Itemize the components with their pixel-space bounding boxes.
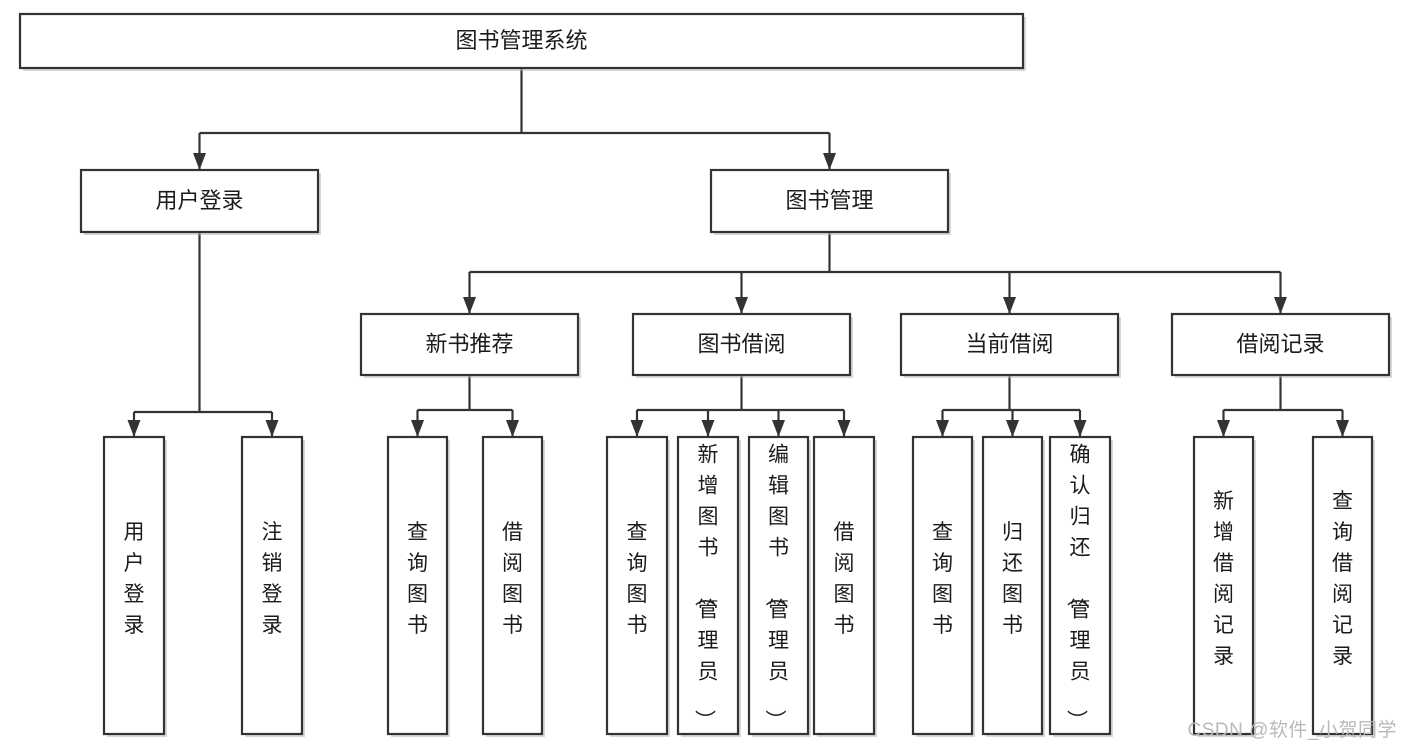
node-current-borrow[interactable]: 当前借阅 [899, 312, 1121, 378]
node-box[interactable] [676, 435, 740, 736]
node-label: 借阅图书 [834, 521, 855, 637]
node-book-borrow[interactable]: 图书借阅 [631, 312, 853, 378]
node-box[interactable] [605, 435, 669, 736]
node-box[interactable] [981, 435, 1044, 736]
node-root[interactable]: 图书管理系统 [18, 12, 1026, 71]
node-label: 查询图书 [407, 521, 428, 637]
arrow-head-icon [127, 420, 141, 437]
node-label: 用户登录 [124, 521, 145, 637]
arrow-head-icon [193, 153, 206, 170]
node-leaf-borrow-book-2[interactable]: 借阅图书 [812, 435, 877, 737]
node-leaf-return-book[interactable]: 归还图书 [981, 435, 1045, 737]
node-book-manage[interactable]: 图书管理 [709, 168, 951, 235]
arrow-head-icon [1274, 297, 1287, 314]
node-box[interactable] [1192, 435, 1255, 736]
node-label: 编辑图书（管理员） [763, 444, 789, 731]
node-leaf-query-book-1[interactable]: 查询图书 [386, 435, 450, 737]
node-label: 图书管理系统 [455, 28, 587, 53]
node-leaf-add-record[interactable]: 新增借阅记录 [1192, 435, 1256, 737]
arrow-head-icon [506, 420, 519, 437]
arrow-head-icon [1217, 420, 1230, 437]
node-box[interactable] [1311, 435, 1374, 736]
node-label: 借阅记录 [1236, 331, 1324, 356]
node-box[interactable] [709, 168, 950, 234]
node-box[interactable] [899, 312, 1120, 377]
arrow-head-icon [772, 420, 785, 437]
arrow-head-icon [630, 420, 644, 437]
node-box[interactable] [812, 435, 876, 736]
node-box[interactable] [79, 168, 320, 234]
arrow-head-icon [735, 297, 748, 314]
watermark-text: CSDN @软件_小贺同学 [1187, 720, 1397, 741]
node-leaf-borrow-book-1[interactable]: 借阅图书 [481, 435, 545, 737]
node-box[interactable] [1170, 312, 1391, 377]
node-box[interactable] [18, 12, 1025, 70]
node-leaf-query-record[interactable]: 查询借阅记录 [1311, 435, 1375, 737]
node-leaf-logout[interactable]: 注销登录 [240, 435, 305, 737]
node-label: 注销登录 [262, 521, 283, 637]
node-leaf-user-login[interactable]: 用户登录 [102, 435, 167, 737]
arrow-head-icon [265, 420, 279, 437]
node-label: 查询借阅记录 [1332, 490, 1353, 668]
node-label: 确认归还（管理员） [1065, 444, 1091, 731]
arrow-head-icon [1006, 420, 1019, 437]
node-label: 新书推荐 [425, 331, 513, 356]
arrow-head-icon [837, 420, 851, 437]
node-leaf-edit-book[interactable]: 编辑图书（管理员） [747, 435, 811, 737]
arrow-head-icon [823, 153, 836, 170]
node-leaf-add-book[interactable]: 新增图书（管理员） [676, 435, 741, 737]
node-label: 查询图书 [627, 521, 648, 637]
arrow-head-icon [1073, 420, 1087, 437]
node-leaf-query-book-3[interactable]: 查询图书 [911, 435, 975, 737]
node-box[interactable] [747, 435, 810, 736]
node-label: 归还图书 [1002, 521, 1023, 637]
node-box[interactable] [631, 312, 852, 377]
node-leaf-query-book-2[interactable]: 查询图书 [605, 435, 670, 737]
node-box[interactable] [102, 435, 166, 736]
node-label: 新增借阅记录 [1213, 490, 1234, 668]
node-box[interactable] [240, 435, 304, 736]
arrow-head-icon [936, 420, 949, 437]
arrow-head-icon [701, 420, 715, 437]
node-label: 查询图书 [932, 521, 953, 637]
node-user-login[interactable]: 用户登录 [79, 168, 321, 235]
node-label: 图书借阅 [697, 331, 785, 356]
node-label: 用户登录 [155, 188, 243, 213]
node-box[interactable] [386, 435, 449, 736]
arrow-head-icon [1336, 420, 1349, 437]
node-label: 当前借阅 [965, 331, 1053, 356]
arrow-head-icon [463, 297, 476, 314]
node-box[interactable] [911, 435, 974, 736]
node-box[interactable] [1048, 435, 1112, 736]
arrow-head-icon [411, 420, 424, 437]
node-new-book-rec[interactable]: 新书推荐 [359, 312, 581, 378]
node-borrow-record[interactable]: 借阅记录 [1170, 312, 1392, 378]
node-label: 新增图书（管理员） [693, 444, 719, 731]
arrow-head-icon [1003, 297, 1016, 314]
node-box[interactable] [481, 435, 544, 736]
node-label: 借阅图书 [502, 521, 523, 637]
node-label: 图书管理 [785, 188, 873, 213]
node-box[interactable] [359, 312, 580, 377]
node-leaf-confirm-return[interactable]: 确认归还（管理员） [1048, 435, 1113, 737]
